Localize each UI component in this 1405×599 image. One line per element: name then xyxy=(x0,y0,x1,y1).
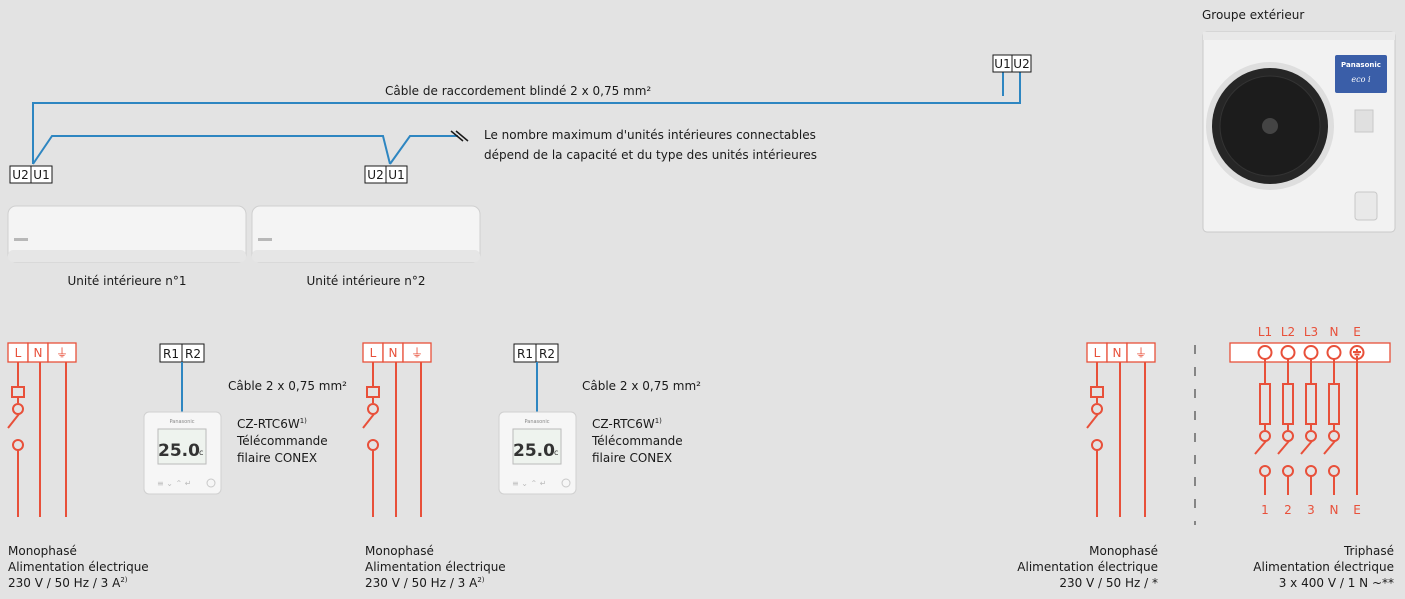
caption-phase: Monophasé xyxy=(1089,544,1158,558)
outdoor-brand-text: Panasonic xyxy=(1341,61,1381,69)
terminal-n: N xyxy=(1113,346,1122,360)
earth-icon: ⏚ xyxy=(56,346,68,360)
caption-rating: 230 V / 50 Hz / 3 A2) xyxy=(365,576,485,590)
max-units-note-line2: dépend de la capacité et du type des uni… xyxy=(484,148,817,162)
bus-cable-label: Câble de raccordement blindé 2 x 0,75 mm… xyxy=(385,84,651,98)
terminal-l: L xyxy=(15,346,22,360)
caption-phase: Monophasé xyxy=(365,544,434,558)
communication-bus xyxy=(32,71,1021,165)
terminal-n: N xyxy=(1330,325,1339,339)
terminal-l2: L2 xyxy=(1281,325,1295,339)
supply-caption-4: Triphasé Alimentation électrique 3 x 400… xyxy=(1253,544,1394,590)
outdoor-terminal-block: U1 U2 xyxy=(992,54,1032,73)
remote-1-model: CZ-RTC6W1) xyxy=(237,417,307,431)
supply-caption-1: Monophasé Alimentation électrique 230 V … xyxy=(8,544,149,590)
remote-1-desc-line2: filaire CONEX xyxy=(237,451,317,465)
terminal-n: N xyxy=(389,346,398,360)
output-3: 3 xyxy=(1307,503,1315,517)
caption-rating: 3 x 400 V / 1 N ~** xyxy=(1279,576,1394,590)
remote-1-display-unit: c xyxy=(199,448,203,457)
max-units-note-line1: Le nombre maximum d'unités intérieures c… xyxy=(484,128,816,142)
indoor-terminal-block-2: U2 U1 xyxy=(364,165,408,184)
earth-icon: ⏚ xyxy=(1135,346,1147,360)
indoor-unit-1-image xyxy=(7,205,247,263)
remote-1-brand: Panasonic xyxy=(169,419,194,425)
remote-2-display-unit: c xyxy=(554,448,558,457)
remote-controller-2: R1 R2 Câble 2 x 0,75 mm² Panasonic 25.0 … xyxy=(498,343,701,495)
terminal-u2: U2 xyxy=(12,168,28,182)
indoor-unit-1-label: Unité intérieure n°1 xyxy=(67,274,186,288)
terminal-r2: R2 xyxy=(185,347,201,361)
caption-rating: 230 V / 50 Hz / 3 A2) xyxy=(8,576,128,590)
terminal-r1: R1 xyxy=(517,347,533,361)
outdoor-unit-title: Groupe extérieur xyxy=(1202,8,1304,22)
terminal-e: E xyxy=(1353,325,1361,339)
caption-title: Alimentation électrique xyxy=(1017,560,1158,574)
supply-caption-2: Monophasé Alimentation électrique 230 V … xyxy=(365,544,506,590)
three-phase-supply: L1 L2 L3 N E 1 2 3 N E xyxy=(1229,325,1391,517)
terminal-l3: L3 xyxy=(1304,325,1318,339)
remote-2-desc-line1: Télécommande xyxy=(591,434,683,448)
caption-phase: Monophasé xyxy=(8,544,77,558)
remote-2-display: 25.0 xyxy=(513,441,555,461)
caption-rating: 230 V / 50 Hz / * xyxy=(1059,576,1158,590)
caption-title: Alimentation électrique xyxy=(365,560,506,574)
remote-1-buttons: ≡ ⌄ ⌃ ↵ xyxy=(157,479,191,488)
remote-1-display: 25.0 xyxy=(158,441,200,461)
terminal-r2: R2 xyxy=(539,347,555,361)
outdoor-logo-text: eco i xyxy=(1351,75,1371,84)
single-phase-supply-1: L N ⏚ xyxy=(7,342,77,517)
remote-2-cable-label: Câble 2 x 0,75 mm² xyxy=(582,379,701,393)
output-2: 2 xyxy=(1284,503,1292,517)
single-phase-supply-3: L N ⏚ xyxy=(1086,342,1156,517)
terminal-u1: U1 xyxy=(388,168,404,182)
output-n: N xyxy=(1330,503,1339,517)
supply-caption-3: Monophasé Alimentation électrique 230 V … xyxy=(1017,544,1158,590)
terminal-u2: U2 xyxy=(1013,57,1029,71)
remote-2-desc-line2: filaire CONEX xyxy=(592,451,672,465)
remote-controller-1: R1 R2 Câble 2 x 0,75 mm² Panasonic 25.0 … xyxy=(143,343,347,495)
terminal-l: L xyxy=(370,346,377,360)
terminal-u1: U1 xyxy=(33,168,49,182)
terminal-u2: U2 xyxy=(367,168,383,182)
remote-2-brand: Panasonic xyxy=(524,419,549,425)
caption-title: Alimentation électrique xyxy=(1253,560,1394,574)
caption-title: Alimentation électrique xyxy=(8,560,149,574)
indoor-terminal-block-1: U2 U1 xyxy=(9,165,53,184)
caption-phase: Triphasé xyxy=(1343,544,1394,558)
remote-1-desc-line1: Télécommande xyxy=(236,434,328,448)
terminal-l1: L1 xyxy=(1258,325,1272,339)
terminal-l: L xyxy=(1094,346,1101,360)
terminal-u1: U1 xyxy=(994,57,1010,71)
remote-2-model: CZ-RTC6W1) xyxy=(592,417,662,431)
remote-2-buttons: ≡ ⌄ ⌃ ↵ xyxy=(512,479,546,488)
cable-break-symbol xyxy=(450,130,469,142)
earth-icon: ⏚ xyxy=(411,346,423,360)
single-phase-supply-2: L N ⏚ xyxy=(362,342,432,517)
output-1: 1 xyxy=(1261,503,1269,517)
indoor-unit-2-label: Unité intérieure n°2 xyxy=(306,274,425,288)
terminal-n: N xyxy=(34,346,43,360)
outdoor-unit-image: Panasonic eco i xyxy=(1202,31,1396,233)
indoor-unit-2-image xyxy=(251,205,481,263)
remote-1-cable-label: Câble 2 x 0,75 mm² xyxy=(228,379,347,393)
terminal-r1: R1 xyxy=(163,347,179,361)
output-e: E xyxy=(1353,503,1361,517)
